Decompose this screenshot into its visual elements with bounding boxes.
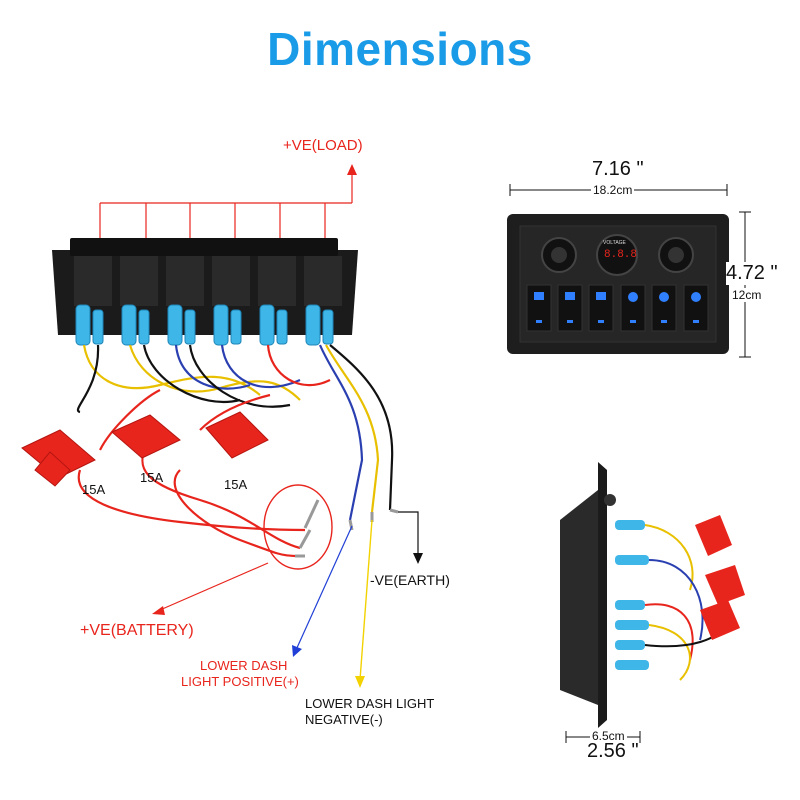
front-rocker-switches	[526, 284, 709, 332]
blue-terminals	[75, 304, 334, 346]
height-cm: 12cm	[732, 288, 762, 302]
battery-arrow-icon	[152, 606, 165, 615]
lower-pos-arrow-icon	[292, 645, 302, 657]
voltmeter-digits: 8.8.8	[604, 249, 638, 261]
fuse-wires	[77, 389, 306, 558]
battery-ends-circle	[263, 484, 333, 570]
earth-callout-line	[398, 511, 419, 556]
wire-ends	[295, 499, 399, 558]
fuse-holders	[21, 411, 269, 487]
depth-inches: 2.56 "	[587, 740, 639, 762]
page-title: Dimensions	[267, 23, 533, 75]
lower-pos-label-line2: LIGHT POSITIVE(+)	[181, 674, 299, 689]
earth-arrow-icon	[413, 553, 423, 564]
lower-pos-label-line1: LOWER DASH	[200, 658, 288, 673]
lower-neg-label-line1: LOWER DASH LIGHT	[305, 696, 435, 711]
height-inches: 4.72 "	[726, 262, 778, 285]
lower-neg-arrow-icon	[355, 676, 365, 688]
fuse-label: 15A	[140, 470, 164, 485]
wire-bundle	[77, 344, 394, 521]
earth-label: -VE(EARTH)	[370, 572, 450, 588]
voltmeter-label: VOLTAGE	[603, 240, 626, 246]
fuse-label: 15A	[224, 477, 248, 492]
fuse-label: 15A	[82, 482, 106, 497]
switch-bodies	[74, 256, 342, 306]
voltmeter	[596, 234, 638, 276]
side-panel	[560, 462, 745, 728]
load-label: +VE(LOAD)	[283, 137, 363, 154]
lower-neg-label-line2: NEGATIVE(-)	[305, 712, 383, 727]
battery-label: +VE(BATTERY)	[80, 622, 194, 639]
lower-pos-callout-line	[295, 525, 353, 651]
depth-cm: 6.5cm	[590, 729, 627, 743]
switch-indicator-dots	[536, 320, 699, 323]
lower-neg-callout-line	[359, 519, 373, 681]
width-inches: 7.16 "	[592, 158, 644, 180]
switch-led-icons	[534, 292, 701, 302]
battery-callout-line	[159, 562, 269, 611]
width-cm: 18.2cm	[591, 183, 635, 197]
load-arrow-icon	[347, 164, 357, 175]
